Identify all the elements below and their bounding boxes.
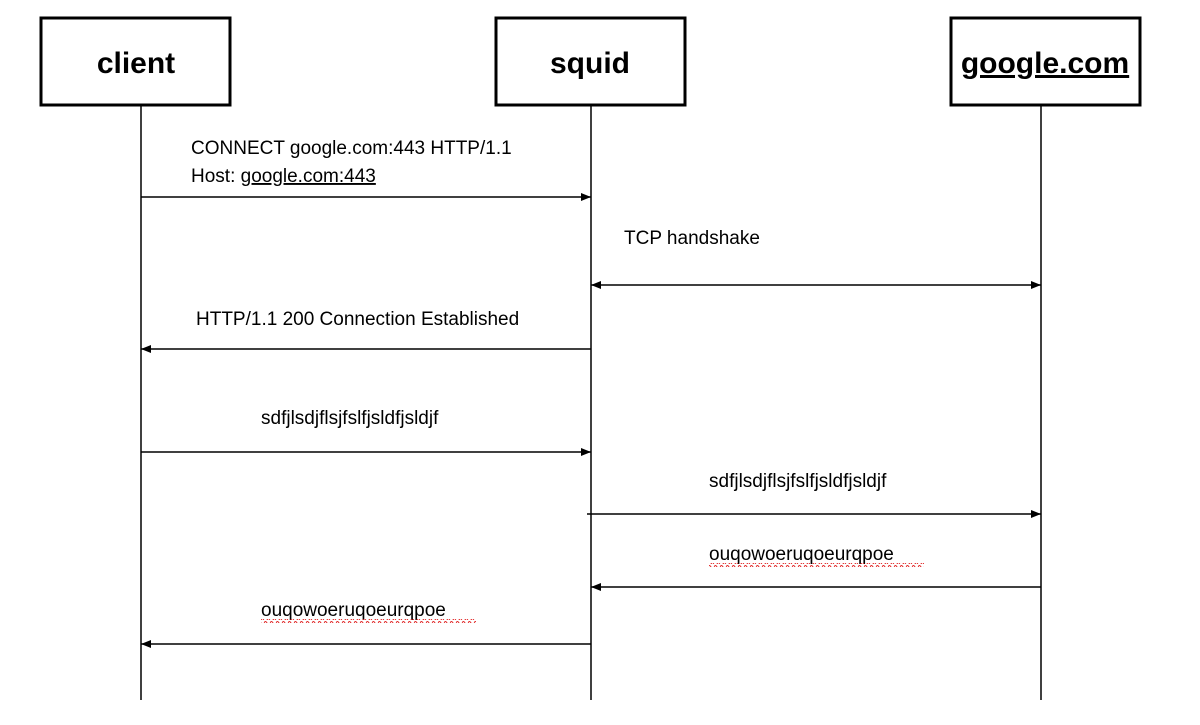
message-squid-data-label: sdfjlsdjflsjfslfjsldfjsldjf [709,471,887,492]
spellcheck-underline [261,619,476,623]
message-squid-response: ouqowoeruqoeurqpoe [141,600,591,648]
participant-google: google.com [949,16,1142,107]
message-client-data: sdfjlsdjflsjfslfjsldfjsldjf [141,408,591,456]
spellcheck-underline [709,563,924,567]
participant-squid: squid [494,16,687,107]
message-client-data-label: sdfjlsdjflsjfslfjsldfjsldjf [261,408,439,429]
participant-client: client [39,16,232,107]
message-connect-line-2: Host: google.com:443 [191,166,376,187]
participant-google-label: google.com [961,47,1129,80]
message-connect-line-1: CONNECT google.com:443 HTTP/1.1 [191,138,512,159]
message-connect-request: CONNECT google.com:443 HTTP/1.1 Host: go… [141,138,591,201]
message-connection-established-label: HTTP/1.1 200 Connection Established [196,309,519,330]
message-google-response-label: ouqowoeruqoeurqpoe [709,544,894,565]
message-squid-response-label: ouqowoeruqoeurqpoe [261,600,446,621]
participant-client-label: client [97,47,175,80]
message-connect-host-value: google.com:443 [241,166,376,187]
message-squid-data: sdfjlsdjflsjfslfjsldfjsldjf [587,471,1041,518]
participant-squid-label: squid [550,47,630,80]
message-connection-established: HTTP/1.1 200 Connection Established [141,309,591,353]
message-tcp-handshake: TCP handshake [591,228,1041,289]
message-connect-host-label: Host: [191,166,241,187]
message-tcp-handshake-label: TCP handshake [624,228,760,249]
message-google-response: ouqowoeruqoeurqpoe [591,544,1041,591]
